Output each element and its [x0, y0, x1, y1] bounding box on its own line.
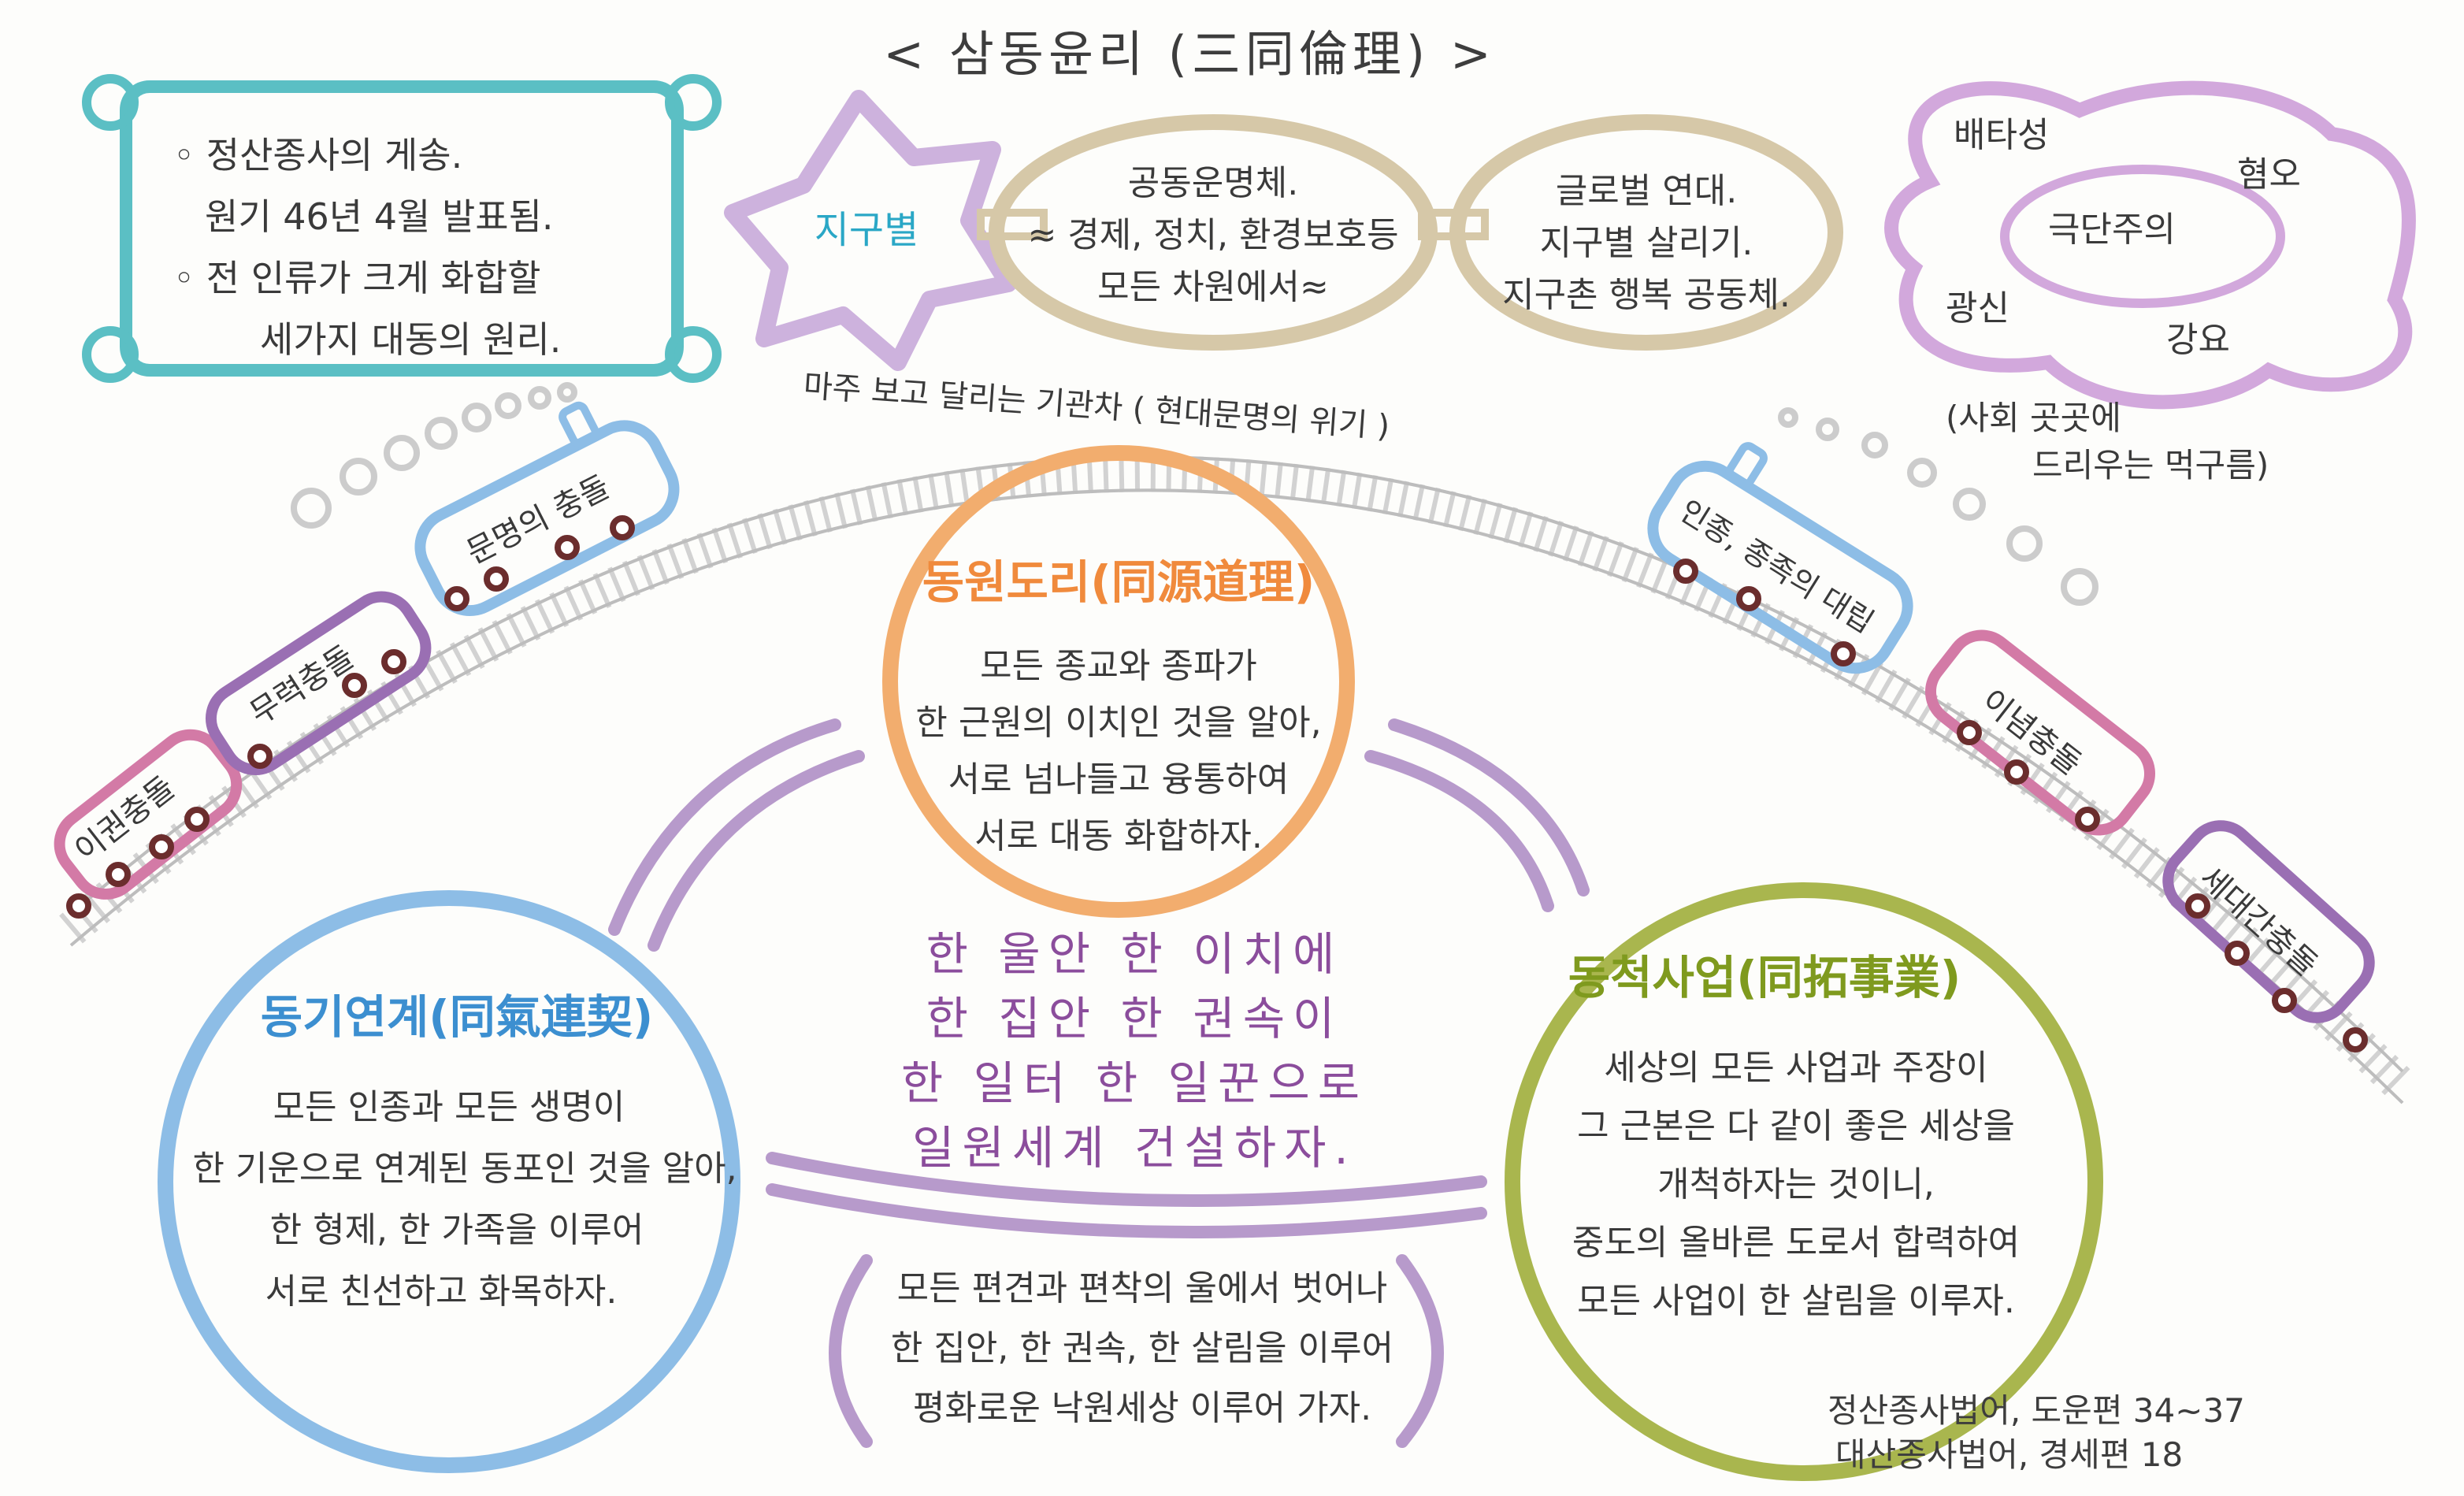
dongcheok-circle [1505, 882, 2103, 1481]
dongwon-line-1: 모든 종교와 종파가 [980, 646, 1257, 686]
dongwon-line-2: 한 근원의 이치인 것을 알아, [915, 703, 1322, 743]
dongi-line-3: 한 형제, 한 가족을 이루어 [269, 1210, 644, 1250]
right-train [1647, 442, 2375, 1052]
dongcheok-line-4: 중도의 올바른 도로서 합력하여 [1572, 1223, 2021, 1263]
dongi-line-2: 한 기운으로 연계된 동포인 것을 알아, [192, 1149, 737, 1189]
cloud-word-coercion: 강요 [2166, 320, 2230, 360]
cloud-shape [1884, 80, 2416, 410]
global-line-1: 글로벌 연대. [1555, 171, 1738, 211]
dongcheok-line-5: 모든 사업이 한 살림을 이루자. [1577, 1281, 2015, 1321]
community-line-1: 공동운명체. [1127, 163, 1299, 203]
motto-line-2: 한 집안 한 권속이 [926, 992, 1343, 1045]
intro-line-1: ◦ 정산종사의 게송. [173, 134, 463, 176]
left-train [54, 401, 680, 919]
cloud-word-hatred: 혐오 [2237, 154, 2301, 195]
source-line-2: 대산종사법어, 경세편 18 [1835, 1435, 2184, 1474]
community-line-2: ≈ 경제, 정치, 환경보호등 [1027, 215, 1399, 255]
connector-arcs [608, 718, 1590, 1448]
dongcheok-line-3: 개척하자는 것이니, [1657, 1164, 1935, 1205]
motto-line-4: 일원세계 건설하자. [912, 1121, 1356, 1175]
dongwon-circle [882, 445, 1355, 918]
intro-frame [82, 74, 722, 383]
motto-line-3: 한 일터 한 일꾼으로 [900, 1056, 1368, 1110]
global-line-3: 지구촌 행복 공동체. [1502, 275, 1790, 315]
dongcheok-title: 동척사업(同拓事業) [1568, 951, 1961, 1004]
cloud-word-fanaticism: 광신 [1946, 288, 2009, 329]
dongi-circle [158, 890, 740, 1473]
earth-star-label: 지구별 [814, 208, 919, 252]
chain-bubbles [977, 114, 1843, 351]
bottom-note-line-2: 한 집안, 한 권속, 한 살림을 이루어 [890, 1328, 1394, 1368]
motto-line-1: 한 울안 한 이치에 [926, 927, 1343, 981]
page-title: < 삼동윤리 (三同倫理) > [883, 25, 1496, 83]
dongcheok-line-1: 세상의 모든 사업과 주장이 [1604, 1048, 1988, 1088]
intro-line-2: 원기 46년 4월 발표됨. [205, 195, 554, 238]
global-line-2: 지구별 살리기. [1539, 223, 1753, 263]
intro-line-4: 세가지 대동의 원리. [260, 318, 562, 361]
dongcheok-line-2: 그 근본은 다 같이 좋은 세상을 [1577, 1106, 2015, 1146]
dongwon-line-4: 서로 대동 화합하자. [974, 816, 1263, 856]
bottom-note-line-1: 모든 편견과 편착의 울에서 벗어나 [896, 1268, 1388, 1309]
dongwon-title: 동원도리(同源道理) [922, 555, 1315, 609]
dongi-line-4: 서로 친선하고 화목하자. [265, 1271, 618, 1312]
dongi-title: 동기연계(同氣連契) [260, 990, 654, 1044]
dongi-line-1: 모든 인종과 모든 생명이 [273, 1087, 625, 1127]
cloud-caption-2: 드리우는 먹구름) [2032, 446, 2269, 484]
steam-puffs [291, 382, 2098, 606]
cloud-word-extremism: 극단주의 [2048, 210, 2176, 250]
dongwon-line-3: 서로 넘나들고 융통하여 [948, 759, 1290, 800]
cloud-word-exclusivity: 배타성 [1954, 115, 2050, 155]
cloud-caption-1: (사회 곳곳에 [1946, 399, 2121, 437]
bottom-note-line-3: 평화로운 낙원세상 이루어 가자. [912, 1388, 1372, 1428]
intro-line-3: ◦ 전 인류가 크게 화합할 [173, 257, 541, 299]
earth-star-shape [724, 90, 1017, 371]
community-line-3: 모든 차원에서≈ [1097, 267, 1329, 307]
source-line-1: 정산종사법어, 도운편 34~37 [1828, 1391, 2245, 1430]
